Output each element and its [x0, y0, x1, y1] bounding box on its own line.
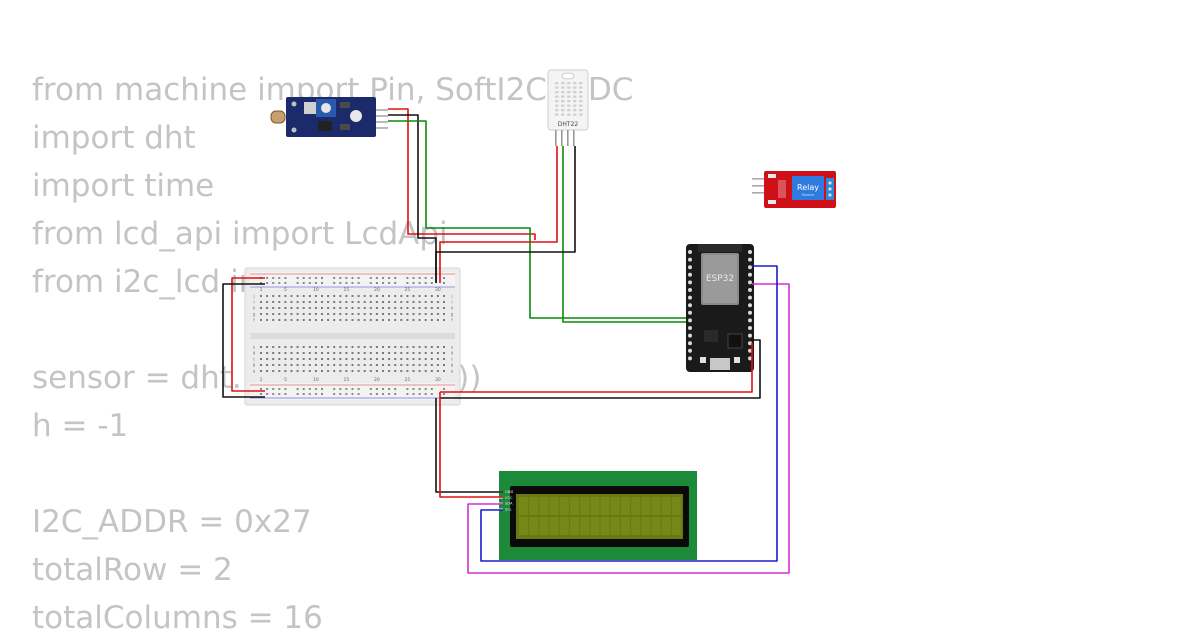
breadboard-row-label: b — [253, 363, 256, 368]
breadboard-row-label: d — [451, 351, 454, 356]
breadboard-column-label: 20 — [374, 377, 380, 383]
breadboard-row-label: j — [450, 294, 452, 299]
breadboard-column-label: 1 — [260, 287, 263, 293]
lcd-pin-label: SDA — [505, 502, 513, 506]
breadboard-column-label: 15 — [344, 377, 350, 383]
wire-rail-black-left — [222, 283, 265, 398]
dht22-grille — [555, 82, 583, 116]
breadboard-column-label: 15 — [344, 287, 350, 293]
breadboard-row-label: c — [253, 357, 255, 362]
wire-lcd-gnd — [435, 398, 503, 493]
code-line: h = -1 — [32, 408, 129, 444]
wire-dht-gnd — [435, 146, 576, 283]
lcd-pin-label: GND — [505, 490, 513, 494]
breadboard-row-label: f — [253, 318, 255, 323]
breadboard-row-label: i — [253, 300, 254, 305]
code-line: from machine import Pin, SoftI2C, ADC — [32, 72, 634, 108]
breadboard-row-label: i — [451, 300, 452, 305]
wire-esp-3v3 — [440, 343, 753, 393]
wire-esp-gnd — [440, 339, 761, 399]
code-line: I2C_ADDR = 0x27 — [32, 504, 312, 540]
breadboard-column-label: 30 — [435, 287, 441, 293]
relay-module[interactable]: Relay Module — [752, 171, 836, 208]
wire-lcd-sda — [467, 283, 790, 574]
lcd-character-cells — [519, 497, 681, 535]
breadboard-row-label: g — [451, 312, 454, 317]
lcd-pin-label: VCC — [505, 496, 513, 500]
esp32-label: ESP32 — [706, 274, 734, 284]
esp32-pins — [688, 250, 752, 361]
wire-rail-red-left — [231, 277, 265, 392]
breadboard-row-label: e — [253, 345, 256, 350]
breadboard-row-label: a — [451, 369, 454, 374]
breadboard-column-label: 25 — [405, 287, 411, 293]
code-editor-text: from machine import Pin, SoftI2C, ADC imp… — [32, 66, 633, 642]
breadboard-row-label: f — [451, 318, 453, 323]
breadboard-column-label: 25 — [405, 377, 411, 383]
breadboard-column-label: 10 — [313, 287, 319, 293]
wire-ldr-vcc — [388, 108, 536, 240]
breadboard-row-label: h — [253, 306, 256, 311]
breadboard-holes — [260, 277, 445, 395]
relay-sublabel: Module — [802, 193, 815, 197]
breadboard-row-label: j — [252, 294, 254, 299]
breadboard-column-label: 5 — [284, 377, 287, 383]
code-line: totalRow = 2 — [32, 552, 233, 588]
light-sensor-module[interactable] — [270, 97, 388, 137]
wire-ldr-gnd — [388, 114, 437, 283]
breadboard-row-label: c — [451, 357, 453, 362]
wire-lcd-scl — [480, 265, 778, 562]
code-line: from lcd_api import LcdApi — [32, 216, 448, 252]
wire-dht-vcc — [439, 146, 558, 283]
relay-label: Relay — [797, 183, 819, 192]
breadboard-row-label: h — [451, 306, 454, 311]
breadboard-row-label: d — [253, 351, 256, 356]
breadboard-row-label: e — [451, 345, 454, 350]
wire-lcd-vcc — [439, 392, 503, 498]
esp32-board[interactable]: ESP32 — [686, 244, 754, 372]
breadboard-row-label: g — [253, 312, 256, 317]
breadboard-column-label: 5 — [284, 287, 287, 293]
breadboard-column-label: 10 — [313, 377, 319, 383]
code-line: import time — [32, 168, 215, 204]
breadboard-column-label: 1 — [260, 377, 263, 383]
lcd-pin-label: SCL — [505, 507, 512, 511]
code-line: import dht — [32, 120, 196, 156]
wire-dht-signal — [562, 146, 686, 323]
breadboard-row-label: b — [451, 363, 454, 368]
breadboard-row-label: a — [253, 369, 256, 374]
breadboard-column-label: 30 — [435, 377, 441, 383]
wires — [222, 108, 790, 574]
wire-ldr-signal — [388, 120, 686, 319]
dht22-label: DHT22 — [558, 121, 579, 128]
dht22-sensor[interactable]: DHT22 — [547, 69, 589, 146]
breadboard-column-label: 20 — [374, 287, 380, 293]
